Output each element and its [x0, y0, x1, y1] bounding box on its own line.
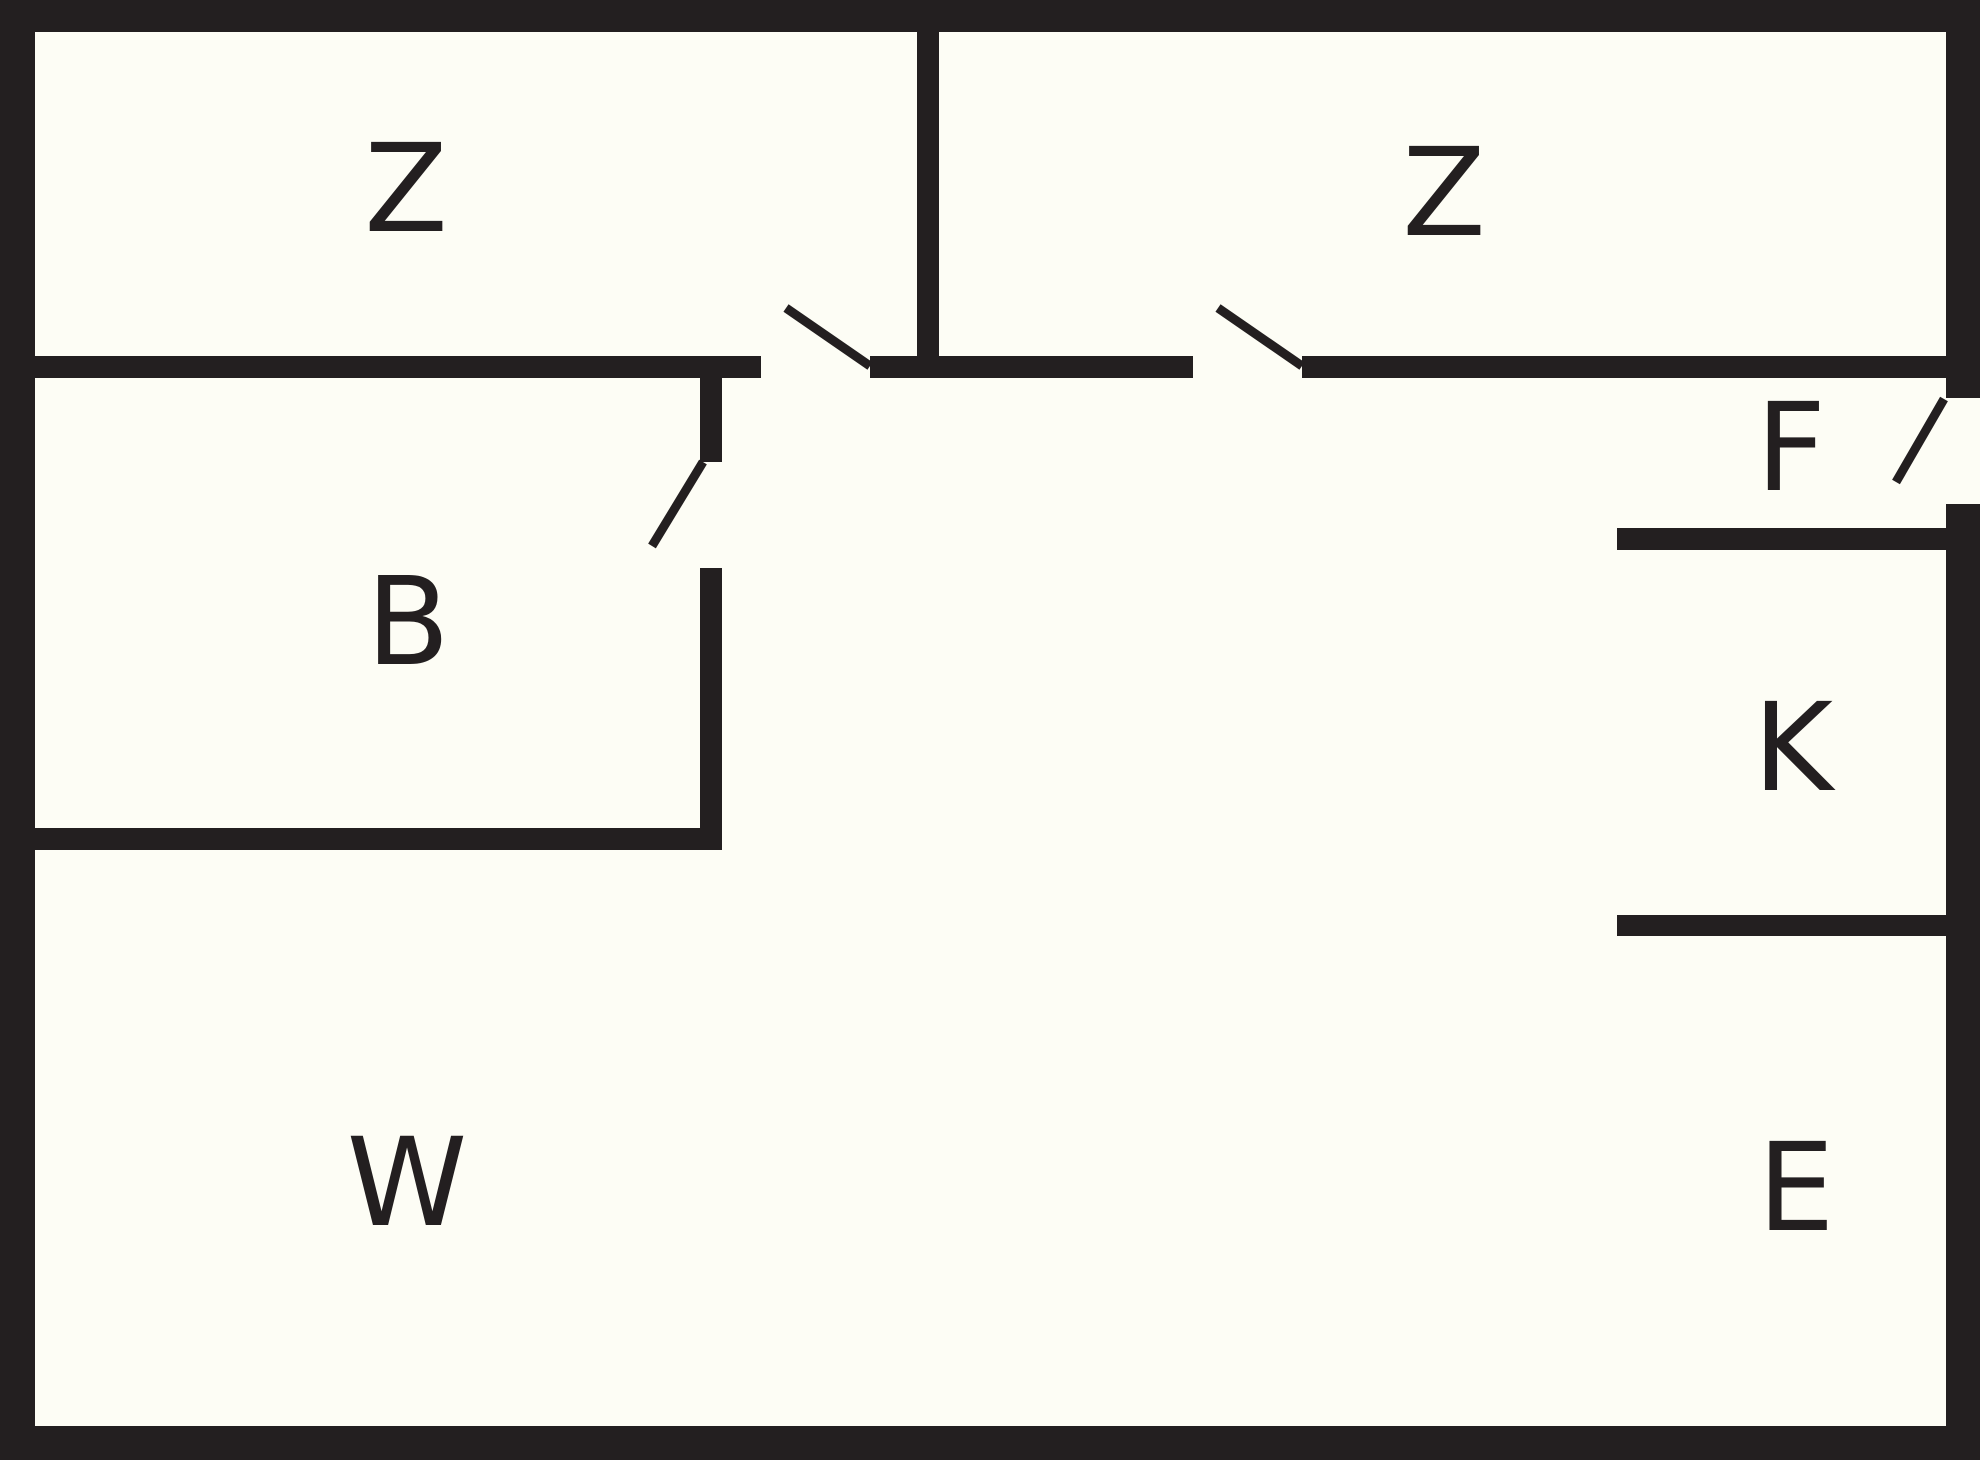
door-swing-room-z2-icon: [1215, 304, 1305, 370]
wall-hall-north-segment-left: [0, 356, 761, 378]
room-label-f: F: [1755, 377, 1827, 519]
room-label-e: E: [1757, 1117, 1835, 1259]
wall-exterior-bottom: [0, 1426, 1980, 1460]
wall-z-divider: [917, 32, 939, 378]
wall-k-bottom: [1617, 915, 1980, 936]
room-label-z2: Z: [1402, 122, 1486, 264]
room-label-w: W: [346, 1112, 468, 1254]
door-swing-room-b-icon: [648, 459, 707, 549]
room-label-z1: Z: [364, 118, 448, 260]
wall-b-right-upper: [700, 378, 722, 462]
room-label-b: B: [366, 551, 450, 693]
wall-exterior-right-upper: [1946, 0, 1980, 398]
wall-f-bottom: [1617, 528, 1980, 550]
door-swing-entry-icon: [1892, 396, 1948, 485]
wall-hall-north-segment-middle: [870, 356, 1193, 378]
wall-hall-north-segment-right: [1302, 356, 1980, 378]
wall-b-right-lower: [700, 568, 722, 848]
wall-exterior-left: [0, 0, 35, 1460]
door-swing-room-z1-icon: [783, 304, 873, 370]
room-label-k: K: [1752, 677, 1834, 819]
wall-exterior-top: [0, 0, 1980, 32]
wall-exterior-right-lower: [1946, 504, 1980, 1460]
wall-b-bottom: [0, 828, 722, 850]
